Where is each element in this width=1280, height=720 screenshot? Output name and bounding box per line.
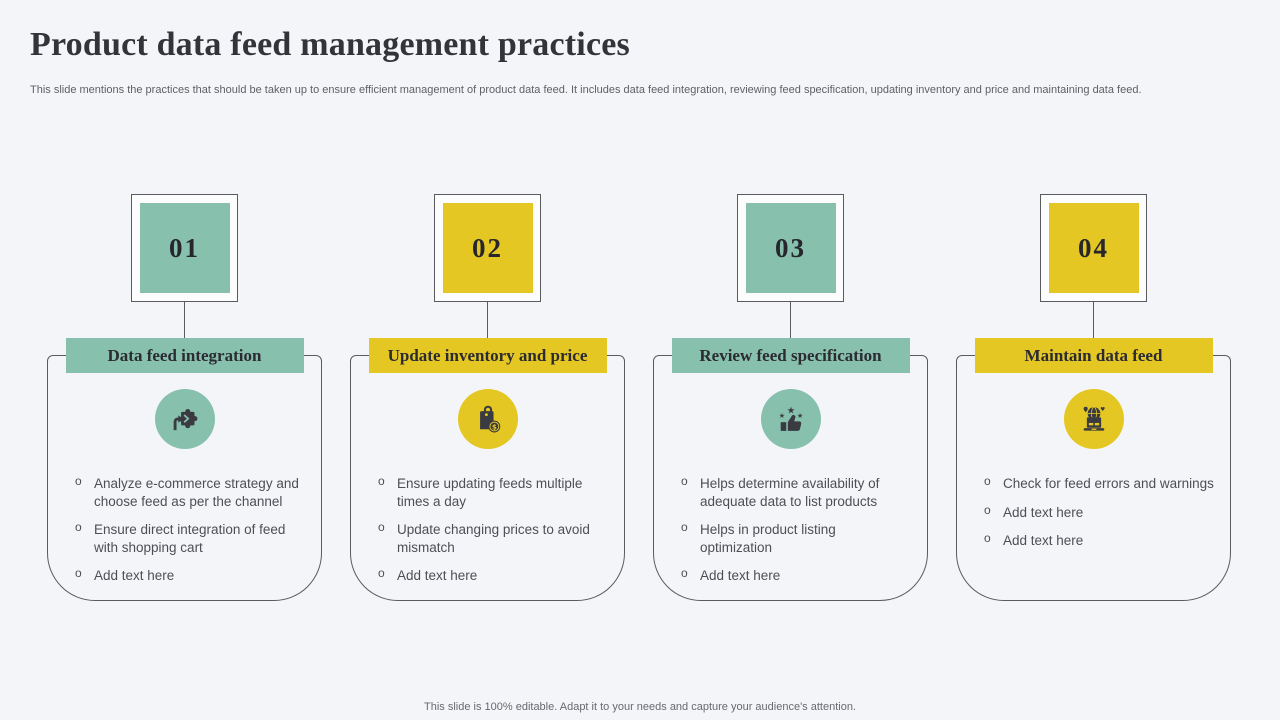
step-column-3: 03 Review feed specification ★ ★ ★ Helps… bbox=[653, 194, 928, 601]
step-icon-circle: ★ ★ ★ bbox=[760, 389, 821, 449]
slide-footer-note: This slide is 100% editable. Adapt it to… bbox=[424, 701, 856, 713]
bullet-item: Add text here bbox=[75, 566, 305, 585]
page-title: Product data feed management practices bbox=[30, 26, 630, 63]
connector-line bbox=[487, 302, 488, 338]
step-bullet-list: Analyze e-commerce strategy and choose f… bbox=[48, 474, 321, 596]
svg-text:★: ★ bbox=[786, 405, 795, 416]
bullet-item: Helps determine availability of adequate… bbox=[681, 474, 911, 510]
step-card: Review feed specification ★ ★ ★ Helps de… bbox=[653, 338, 928, 601]
step-number-box: 01 bbox=[131, 194, 238, 302]
step-card: Data feed integration Analyze e-commerce… bbox=[47, 338, 322, 601]
laptop-globe-icon: ♥ bbox=[1083, 406, 1105, 431]
bullet-item: Check for feed errors and warnings bbox=[984, 474, 1214, 493]
svg-text:♥: ♥ bbox=[1100, 406, 1105, 413]
step-number: 01 bbox=[139, 203, 230, 293]
step-number-box: 02 bbox=[434, 194, 541, 302]
step-bullet-list: Ensure updating feeds multiple times a d… bbox=[351, 474, 624, 596]
step-bullet-list: Helps determine availability of adequate… bbox=[654, 474, 927, 596]
bullet-item: Update changing prices to avoid mismatch bbox=[378, 520, 608, 556]
step-number: 03 bbox=[745, 203, 836, 293]
connector-line bbox=[790, 302, 791, 338]
connector-line bbox=[184, 302, 185, 338]
step-header: Update inventory and price bbox=[368, 338, 607, 373]
step-column-1: 01 Data feed integration Analyze e-comme… bbox=[47, 194, 322, 601]
step-icon-circle: ♥ bbox=[1063, 389, 1124, 449]
step-header: Maintain data feed bbox=[974, 338, 1213, 373]
svg-text:★: ★ bbox=[778, 411, 784, 420]
page-subtitle: This slide mentions the practices that s… bbox=[30, 84, 1142, 96]
process-columns: 01 Data feed integration Analyze e-comme… bbox=[47, 194, 1231, 601]
bullet-item: Add text here bbox=[984, 531, 1214, 550]
step-header: Data feed integration bbox=[65, 338, 304, 373]
step-number: 04 bbox=[1048, 203, 1139, 293]
step-number-box: 03 bbox=[737, 194, 844, 302]
bullet-item: Add text here bbox=[681, 566, 911, 585]
step-number-box: 04 bbox=[1040, 194, 1147, 302]
bullet-item: Helps in product listing optimization bbox=[681, 520, 911, 556]
step-icon-circle bbox=[154, 389, 215, 449]
bullet-item: Analyze e-commerce strategy and choose f… bbox=[75, 474, 305, 510]
step-column-2: 02 Update inventory and price $ Ensure u… bbox=[350, 194, 625, 601]
step-card: Update inventory and price $ Ensure upda… bbox=[350, 338, 625, 601]
svg-text:$: $ bbox=[491, 422, 496, 431]
puzzle-arrow-icon bbox=[173, 408, 197, 431]
svg-text:★: ★ bbox=[796, 411, 802, 420]
step-column-4: 04 Maintain data feed ♥ bbox=[956, 194, 1231, 601]
step-icon-circle: $ bbox=[457, 389, 518, 449]
step-card: Maintain data feed ♥ Check for feed erro… bbox=[956, 338, 1231, 601]
bullet-item: Ensure direct integration of feed with s… bbox=[75, 520, 305, 556]
connector-line bbox=[1093, 302, 1094, 338]
bullet-item: Add text here bbox=[984, 503, 1214, 522]
step-bullet-list: Check for feed errors and warnings Add t… bbox=[957, 474, 1230, 561]
price-tag-dollar-icon: $ bbox=[479, 405, 500, 433]
bullet-item: Ensure updating feeds multiple times a d… bbox=[378, 474, 608, 510]
step-header: Review feed specification bbox=[671, 338, 910, 373]
thumbs-up-stars-icon: ★ ★ ★ bbox=[778, 405, 803, 431]
bullet-item: Add text here bbox=[378, 566, 608, 585]
step-number: 02 bbox=[442, 203, 533, 293]
